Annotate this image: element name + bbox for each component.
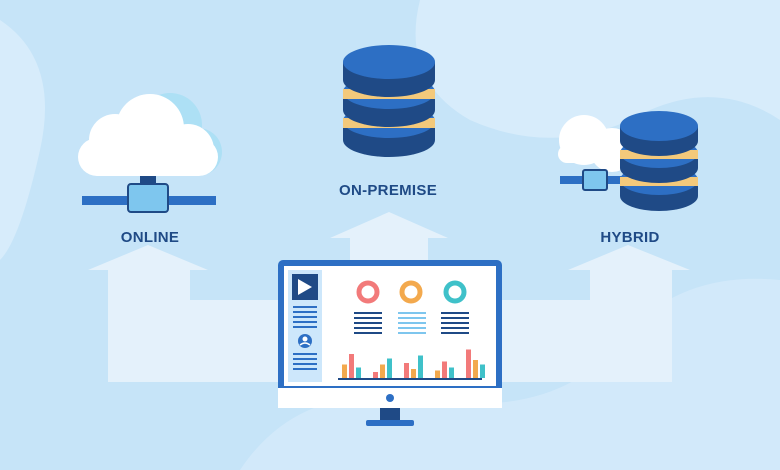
mini-bar <box>411 369 416 378</box>
mini-bar <box>373 372 378 378</box>
cloud-icon <box>78 93 222 213</box>
mini-bar <box>449 367 454 378</box>
mini-bar <box>404 363 409 378</box>
cloud-database-icon <box>558 111 698 211</box>
database-server-icon <box>343 45 435 157</box>
right-arrow <box>500 245 690 382</box>
monitor-power-dot <box>386 394 394 402</box>
mini-bar-chart-baseline <box>338 378 482 380</box>
mini-bar <box>380 364 385 378</box>
mini-bar <box>435 370 440 378</box>
left-arrow <box>88 245 280 382</box>
background-blob-left <box>0 20 45 260</box>
center-arrow <box>330 212 448 262</box>
mini-bar <box>466 349 471 378</box>
mini-bar <box>349 354 354 378</box>
background-blob-top-right <box>415 0 780 138</box>
on-premise-label: ON-PREMISE <box>338 182 437 199</box>
mini-bar <box>356 367 361 378</box>
mini-bar <box>342 364 347 378</box>
mini-bar <box>473 360 478 378</box>
monitor-stand <box>380 408 400 420</box>
sidebar-bottom-lines <box>293 353 317 370</box>
dynamics-logo-icon <box>292 274 318 300</box>
online-label: ONLINE <box>120 229 180 246</box>
text-lines-right <box>441 312 469 334</box>
user-avatar-icon <box>298 334 312 348</box>
monitor-base <box>366 420 414 426</box>
donut-chart-red <box>356 280 380 304</box>
hybrid-label: HYBRID <box>600 229 660 246</box>
mini-bar <box>442 361 447 378</box>
sidebar-menu-lines <box>293 306 317 328</box>
text-lines-left <box>354 312 382 334</box>
mini-bar <box>480 364 485 378</box>
mini-bar <box>418 355 423 378</box>
mini-bar <box>387 358 392 378</box>
text-lines-center <box>398 312 426 334</box>
donut-chart-teal <box>443 280 467 304</box>
donut-chart-orange <box>399 280 423 304</box>
mini-bar-chart <box>342 349 485 378</box>
monitor-dashboard-icon <box>278 260 502 426</box>
